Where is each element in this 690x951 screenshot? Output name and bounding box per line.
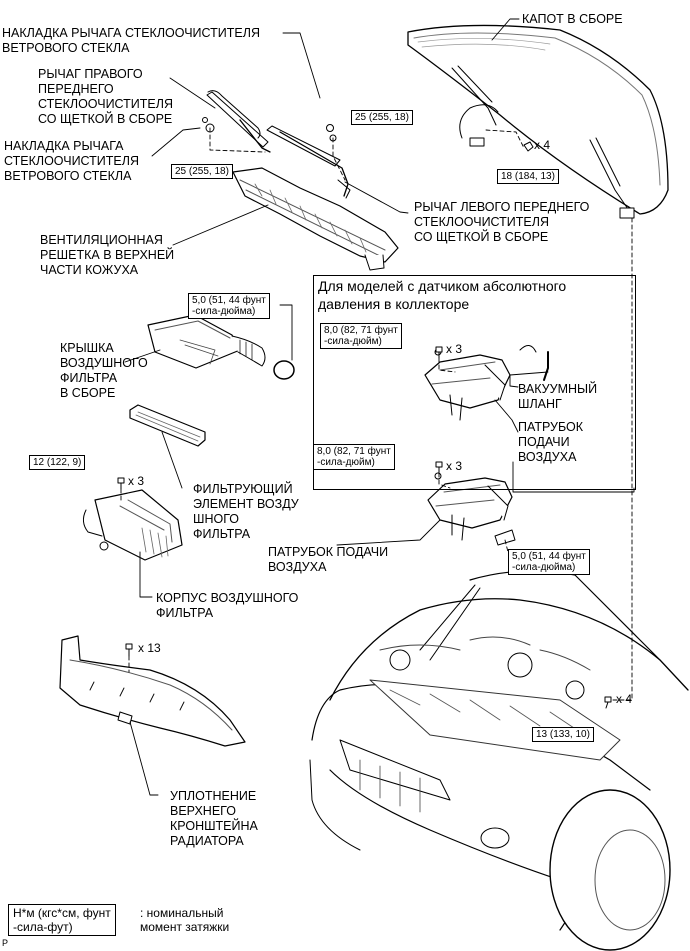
connector-lines [279,304,635,493]
torque-air-clamp: 5,0 (51, 44 фунт -сила-дюйма) [188,293,270,319]
radiator-seal-drawing [59,635,246,747]
label-cowl-grille: ВЕНТИЛЯЦИОННАЯ РЕШЕТКА В ВЕРХНЕЙ ЧАСТИ К… [40,233,175,277]
leader-lines [124,18,549,796]
label-radiator-seal: УПЛОТНЕНИЕ ВЕРХНЕГО КРОНШТЕЙНА РАДИАТОРА [170,789,258,848]
label-vacuum-hose: ВАКУУМНЫЙ ШЛАНГ [518,382,598,411]
count-inset-bolt: x 3 [446,342,463,356]
torque-pipe-clamp: 5,0 (51, 44 фунт -сила-дюйма) [508,549,590,575]
torque-hood-front: 13 (133, 10) [532,727,594,742]
bolt-icons [117,141,612,709]
left-wiper-arm-drawing [266,124,351,199]
air-inlet-drawing [427,472,516,546]
count-seal-clips: x 13 [138,641,161,655]
legend-meaning: : номинальный момент затяжки [140,906,230,934]
inset-title: Для моделей с датчиком абсолютного давле… [318,278,567,312]
count-hood-front: x 4 [616,692,633,706]
label-intake-pipe: ПАТРУБОК ПОДАЧИ ВОЗДУХА [268,545,389,574]
label-hood: КАПОТ В СБОРЕ [522,12,623,26]
label-wiper-cover-left: НАКЛАДКА РЫЧАГА СТЕКЛООЧИСТИТЕЛЯ ВЕТРОВО… [4,139,139,183]
label-air-cleaner-case: КОРПУС ВОЗДУШНОГО ФИЛЬТРА [156,591,299,620]
count-pipe-bolt: x 3 [446,459,463,473]
label-wiper-cover-top: НАКЛАДКА РЫЧАГА СТЕКЛООЧИСТИТЕЛЯ ВЕТРОВО… [2,26,260,55]
cowl-louver-drawing [232,167,399,271]
torque-hood-hinge: 18 (184, 13) [497,169,559,184]
corner-mark: P [2,938,9,948]
torque-wiper-left: 25 (255, 18) [171,164,233,179]
count-case-bolt: x 3 [128,474,145,488]
dashed-lines [120,127,633,701]
label-filter-element: ФИЛЬТРУЮЩИЙ ЭЛЕМЕНТ ВОЗДУ ШНОГО ФИЛЬТРА [193,482,299,541]
label-air-cleaner-cap: КРЫШКА ВОЗДУШНОГО ФИЛЬТРА В СБОРЕ [60,341,148,400]
legend-unit-box: Н*м (кгс*см, фунт -сила-фут) [8,904,116,936]
filter-element-drawing [129,404,206,447]
right-wiper-arm-drawing [202,90,271,153]
torque-pipe-bolt: 8,0 (82, 71 фунт -сила-дюйм) [313,444,395,470]
air-cleaner-case-drawing [82,489,183,561]
count-hood-hinge: x 4 [534,138,551,152]
label-left-wiper: РЫЧАГ ЛЕВОГО ПЕРЕДНЕГО СТЕКЛООЧИСТИТЕЛЯ … [414,200,590,244]
vehicle-front-drawing [309,570,689,951]
label-right-wiper: РЫЧАГ ПРАВОГО ПЕРЕДНЕГО СТЕКЛООЧИСТИТЕЛЯ… [38,67,173,126]
inset-frame [313,275,636,490]
torque-inset-bolt: 8,0 (82, 71 фунт -сила-дюйм) [320,323,402,349]
torque-case-bolt: 12 (122, 9) [29,455,86,470]
label-intake-pipe-inset: ПАТРУБОК ПОДАЧИ ВОЗДУХА [518,420,584,464]
air-cleaner-cap-drawing [147,314,295,380]
hood-drawing [407,24,669,219]
torque-wiper-right: 25 (255, 18) [351,110,413,125]
